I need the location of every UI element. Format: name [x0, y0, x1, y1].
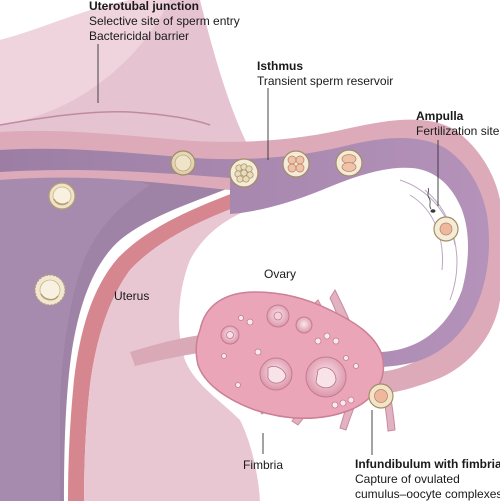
- label-ampulla-line-1: Fertilization site: [416, 124, 500, 138]
- uterus-wall-fold: [0, 0, 170, 125]
- embryo-four-cell: [282, 150, 310, 178]
- sperm-cell: [427, 187, 436, 213]
- label-isthmus-title: Isthmus: [257, 59, 304, 73]
- ovary-follicles: [220, 304, 359, 409]
- uterus-inner-stripe: [68, 185, 255, 501]
- embryo-morula: [229, 158, 259, 188]
- embryo-two-cell: [335, 149, 363, 177]
- label-uterotubal-line-2: Bactericidal barrier: [89, 29, 190, 43]
- label-infundibulum-title: Infundibulum with fimbria: [355, 457, 500, 471]
- ovulated-oocyte: [368, 383, 394, 409]
- label-ampulla-title: Ampulla: [416, 109, 464, 123]
- label-uterus: Uterus: [114, 289, 150, 303]
- uterus-wall-edge: [0, 110, 211, 126]
- label-uterotubal-line-1: Selective site of sperm entry: [89, 14, 240, 28]
- embryo-blastocyst: [48, 182, 76, 210]
- embryo-morula-early: [170, 150, 196, 176]
- label-isthmus: Isthmus Transient sperm reservoir: [257, 59, 393, 89]
- label-infundibulum-line-1: Capture of ovulated: [355, 472, 460, 486]
- label-isthmus-line-1: Transient sperm reservoir: [257, 74, 394, 88]
- embryo-hatching: [34, 274, 66, 306]
- fertilized-oocyte: [433, 216, 459, 242]
- label-fimbria: Fimbria: [243, 458, 284, 472]
- label-infundibulum: Infundibulum with fimbria Capture of ovu…: [355, 457, 500, 501]
- ovarian-ligament: [130, 335, 205, 366]
- label-uterotubal-junction: Uterotubal junction Selective site of sp…: [89, 0, 240, 44]
- leader-lines: [97, 44, 439, 455]
- label-ampulla: Ampulla Fertilization site: [416, 109, 499, 139]
- label-infundibulum-line-2: cumulus–oocyte complexes: [355, 487, 500, 501]
- label-ovary: Ovary: [264, 267, 297, 281]
- label-uterotubal-title: Uterotubal junction: [89, 0, 199, 13]
- uterus-body: [0, 0, 250, 501]
- uterus-cavity-shade: [0, 169, 150, 501]
